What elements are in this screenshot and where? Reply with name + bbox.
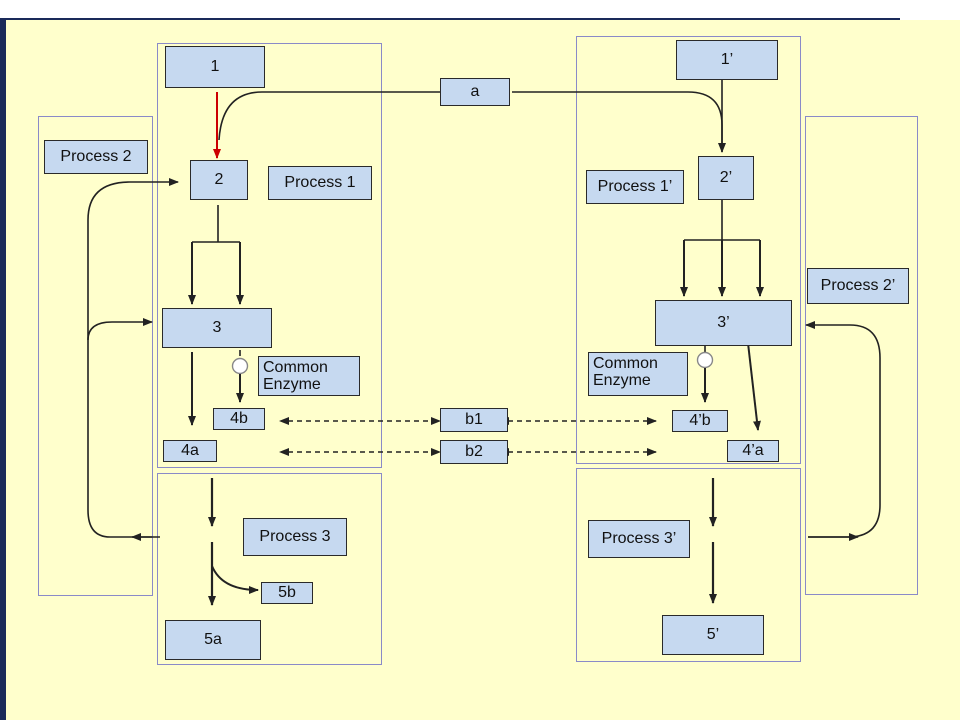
panel-process-2 [38,116,153,596]
panel-process-3-prime [576,468,801,662]
label-common-enzyme-right: Common Enzyme [588,352,688,396]
label-process-3: Process 3 [243,518,347,556]
arrow-a-to-2-prime [512,91,726,153]
enzyme-circle-left [231,357,249,375]
label-process-1-prime: Process 1’ [586,170,684,204]
panel-process-1-prime [576,36,801,464]
node-3: 3 [162,308,272,348]
node-2: 2 [190,160,248,200]
node-4b-prime: 4’b [672,410,728,432]
node-a: a [440,78,510,106]
node-b1: b1 [440,408,508,432]
node-3-prime: 3’ [655,300,792,346]
node-4a-prime: 4’a [727,440,779,462]
node-1: 1 [165,46,265,88]
node-2-prime: 2’ [698,156,754,200]
node-5b: 5b [261,582,313,604]
arrow-a-to-2 [218,91,440,141]
panel-process-2-prime [805,116,918,595]
label-process-2-prime: Process 2’ [807,268,909,304]
node-4b: 4b [213,408,265,430]
panel-process-3 [157,473,382,665]
label-process-1: Process 1 [268,166,372,200]
panel-process-1 [157,43,382,468]
top-rule [0,18,900,20]
arrow-loop-to-2 [87,178,179,340]
arrow-loop-to-3p [805,321,881,538]
enzyme-circle-right [696,351,714,369]
node-1-prime: 1’ [676,40,778,80]
node-5-prime: 5’ [662,615,764,655]
node-4a: 4a [163,440,217,462]
left-accent-bar [0,20,6,720]
arrow-3p-to-4pa [747,342,761,431]
node-5a: 5a [165,620,261,660]
label-process-3-prime: Process 3’ [588,520,690,558]
label-process-2: Process 2 [44,140,148,174]
label-common-enzyme-left: Common Enzyme [258,356,360,396]
node-b2: b2 [440,440,508,464]
arrow-loop-to-3 [87,318,160,538]
arrow-to-5b [211,565,259,594]
